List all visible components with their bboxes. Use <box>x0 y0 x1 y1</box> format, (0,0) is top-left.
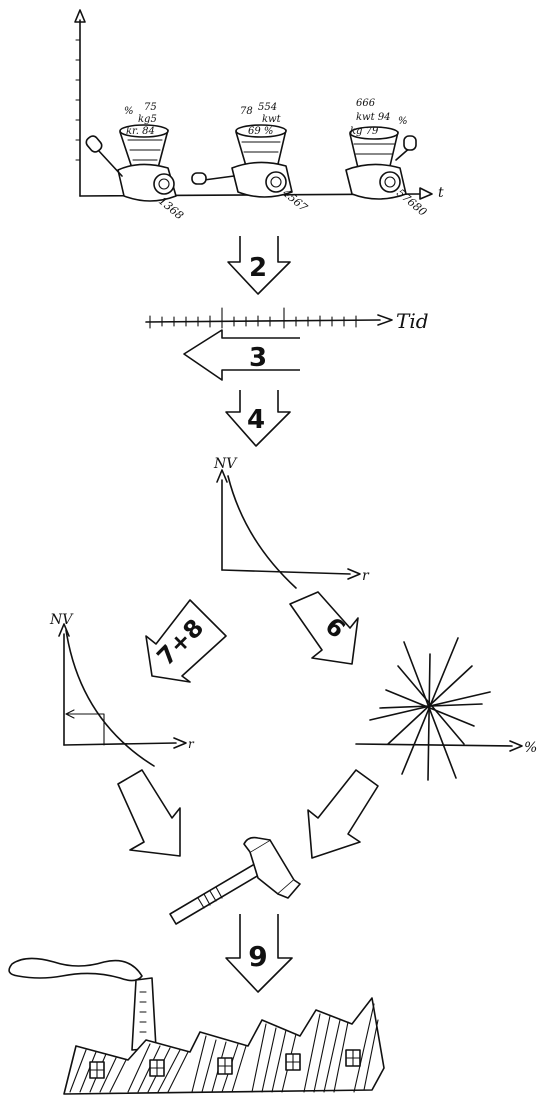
top-chart-y-arrowhead <box>74 9 86 23</box>
grinder-3-label-4: kg 79 <box>350 126 379 137</box>
arrow-left-converge <box>117 769 181 857</box>
chimney <box>131 977 157 1051</box>
step-7-8-arrow <box>145 599 227 683</box>
grinder-1-label-4: kr. 84 <box>126 126 155 137</box>
npv-small-y-label: NV <box>49 612 74 628</box>
timeline <box>145 307 393 329</box>
step-2-number: 2 <box>249 253 267 283</box>
grinder-3-label-2: kwt 94 <box>356 112 391 123</box>
meat-grinder-icon <box>85 124 177 202</box>
grinder-3-number: 57680 <box>394 186 429 218</box>
top-chart-x-label: t <box>438 185 444 201</box>
smoke-cloud <box>8 957 143 982</box>
top-chart-x-arrowhead <box>419 187 433 200</box>
step-4-arrow <box>225 390 291 447</box>
factory-windows <box>89 1049 361 1079</box>
meat-grinder-icon <box>345 126 417 200</box>
npv-x-label: r <box>362 568 370 584</box>
grinder-2-label-2: 554 <box>258 102 277 113</box>
npv-chart-small <box>58 623 187 767</box>
npv-small-x-label: r <box>188 737 195 751</box>
meat-grinder-icon <box>191 124 293 198</box>
step-3-arrow <box>183 329 300 381</box>
step-6-arrow <box>289 591 359 665</box>
grinder-3-label-3: % <box>398 116 408 127</box>
step-9-arrow <box>225 914 293 993</box>
sensitivity-chart <box>355 637 523 781</box>
grinder-2-label-4: 69 % <box>248 126 273 137</box>
grinder-3-label-1: 666 <box>356 98 376 109</box>
sensitivity-x-label: % <box>524 740 537 756</box>
timeline-label: Tid <box>396 309 429 333</box>
factory-icon <box>8 957 385 1095</box>
top-chart-y-ticks <box>75 39 81 161</box>
grinder-1-label-1: % <box>124 106 134 117</box>
npv-y-label: NV <box>213 456 238 472</box>
top-data-chart: t % 75 kg5 kr. 84 1368 <box>74 9 444 222</box>
grinder-2-label-3: kwt <box>262 114 282 125</box>
step-9-number: 9 <box>248 940 267 973</box>
factory-building <box>63 997 385 1095</box>
step-3-number: 3 <box>249 343 267 373</box>
arrow-right-converge <box>307 769 379 859</box>
grinder-2-label-1: 78 <box>240 106 253 117</box>
grinder-1-label-2: 75 <box>144 102 157 113</box>
step-2-arrow <box>227 236 291 295</box>
grinder-1-label-3: kg5 <box>138 114 157 125</box>
hammer-icon <box>169 836 301 925</box>
npv-chart <box>216 469 361 589</box>
step-4-number: 4 <box>247 405 265 435</box>
